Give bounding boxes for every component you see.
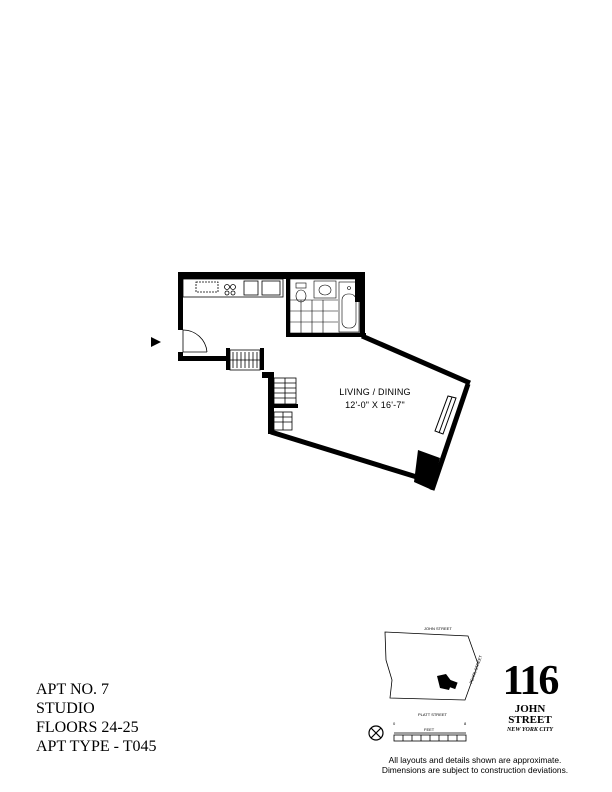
scale-end: 8 xyxy=(464,721,467,726)
apt-number: APT NO. 7 xyxy=(36,681,110,698)
closet-entry xyxy=(229,349,261,371)
room-name: LIVING / DINING xyxy=(339,387,411,397)
kitchen-counter xyxy=(182,278,284,298)
bath-tile-grid xyxy=(290,299,338,333)
apartment-info: APT NO. 7 STUDIO FLOORS 24-25 APT TYPE -… xyxy=(36,680,156,756)
scale-start: 0 xyxy=(393,721,396,726)
street-label-top: JOHN STREET xyxy=(424,626,452,631)
angled-walls xyxy=(270,333,471,491)
bathroom xyxy=(289,278,361,334)
bathtub xyxy=(338,281,360,333)
disclaimer-line2: Dimensions are subject to construction d… xyxy=(381,765,569,775)
room-label-living-dining: LIVING / DINING 12'-0" X 16'-7" xyxy=(320,386,430,412)
north-arrow-icon xyxy=(368,725,384,741)
entry-door xyxy=(182,329,208,353)
corner-column xyxy=(414,450,440,490)
closet-wardrobe xyxy=(273,377,297,431)
apt-type-code: APT TYPE - T045 xyxy=(36,738,157,755)
entry-arrow-icon xyxy=(151,337,161,347)
window xyxy=(434,395,457,435)
apt-floors: FLOORS 24-25 xyxy=(36,719,139,736)
building-street-line1: JOHN xyxy=(514,703,546,715)
building-street-line2: STREET xyxy=(508,714,552,726)
scale-unit: FEET xyxy=(424,727,435,732)
street-label-bottom: PLATT STREET xyxy=(418,712,448,717)
scale-bar xyxy=(393,732,467,742)
disclaimer: All layouts and details shown are approx… xyxy=(350,755,600,775)
building-number: 116 xyxy=(502,658,560,704)
toilet xyxy=(295,282,307,289)
building-logo: 116 JOHN STREET NEW YORK CITY xyxy=(490,660,570,734)
vanity xyxy=(313,280,337,299)
site-outline xyxy=(384,631,479,701)
apt-type-name: STUDIO xyxy=(36,700,95,717)
room-dimensions: 12'-0" X 16'-7" xyxy=(345,400,405,410)
building-city: NEW YORK CITY xyxy=(506,727,554,733)
disclaimer-line1: All layouts and details shown are approx… xyxy=(388,755,562,765)
